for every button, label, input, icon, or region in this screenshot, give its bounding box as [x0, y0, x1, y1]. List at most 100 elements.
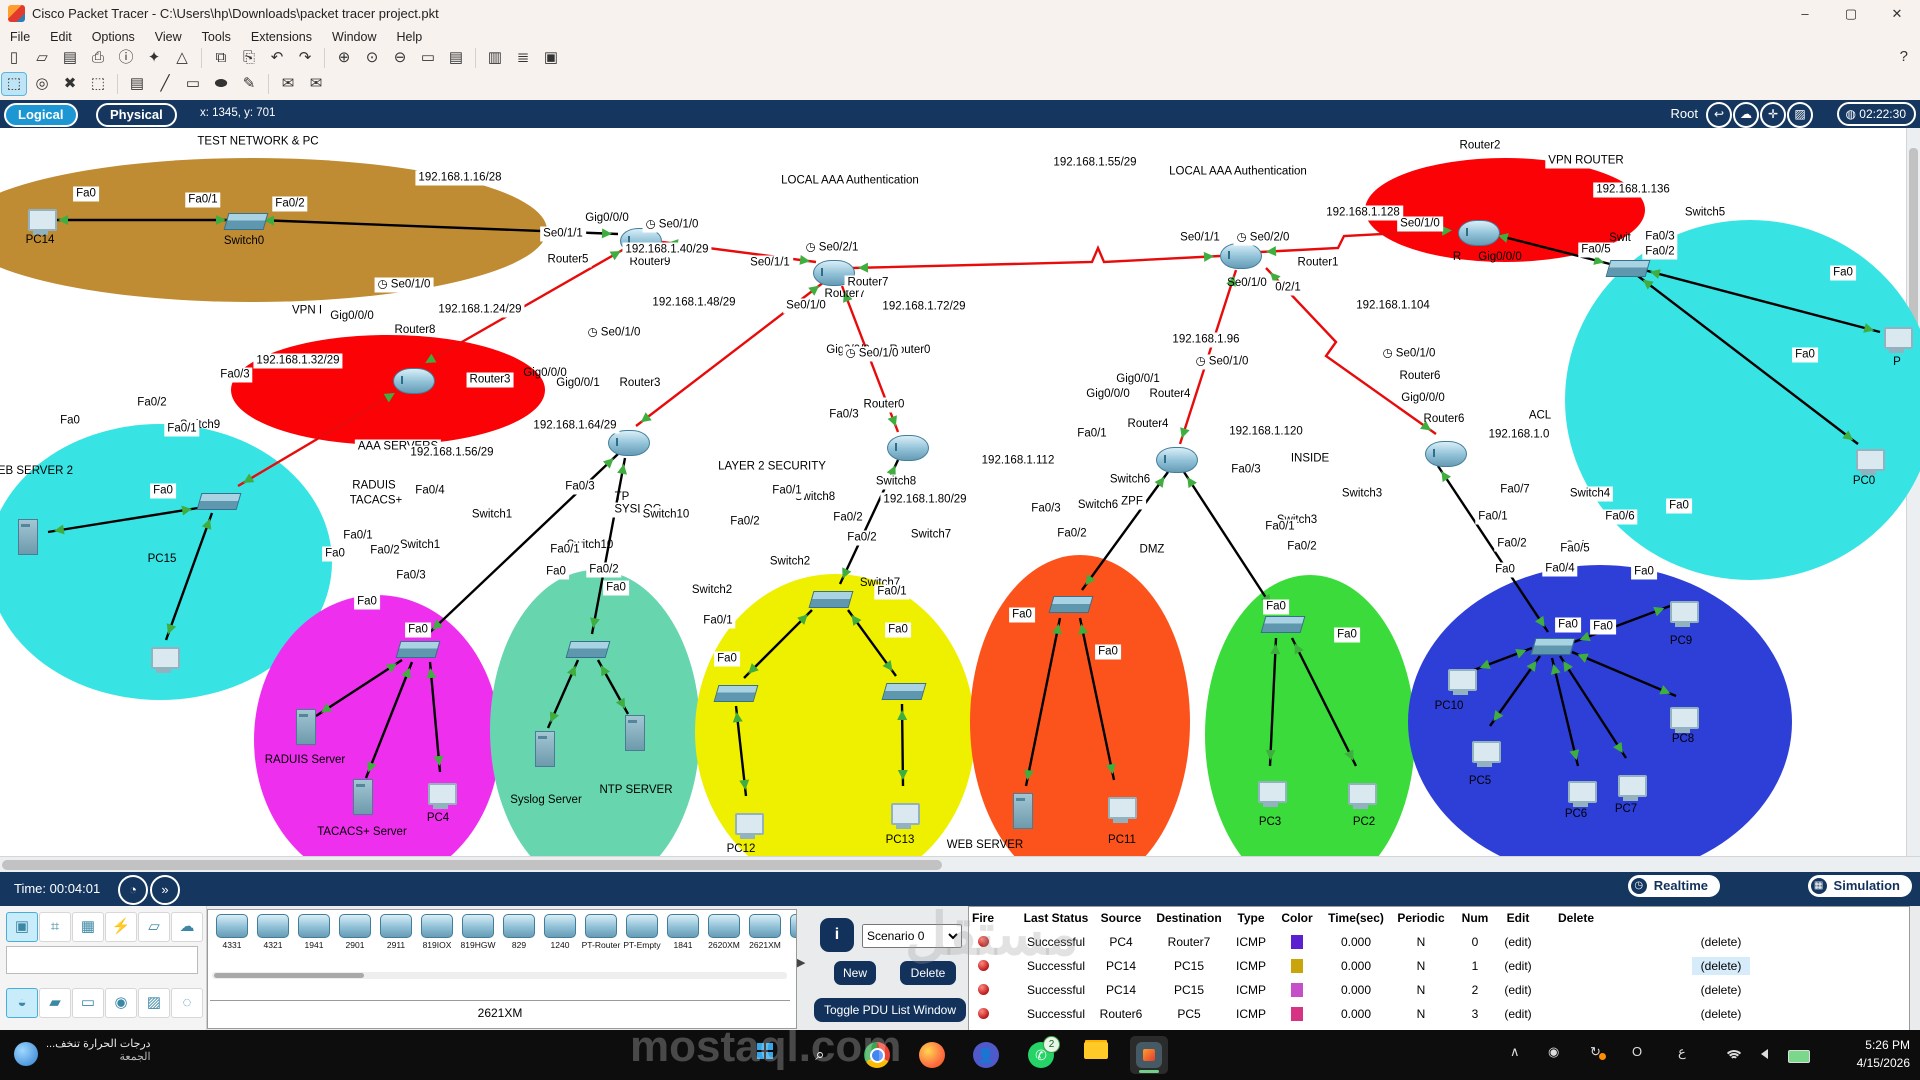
- copy-icon[interactable]: ⧉: [215, 49, 227, 66]
- canvas-note[interactable]: Fa0/2: [727, 514, 763, 530]
- save-icon[interactable]: ▤: [62, 49, 78, 66]
- canvas-note[interactable]: Fa0: [73, 186, 99, 202]
- start-button[interactable]: [746, 1036, 784, 1074]
- router-router3[interactable]: [608, 430, 650, 456]
- environment-icon[interactable]: ☁: [1733, 102, 1759, 128]
- device-model-819hgw[interactable]: 819HGW: [458, 914, 498, 950]
- pc-pc7[interactable]: [1617, 775, 1647, 801]
- canvas-note[interactable]: Fa0/4: [1542, 561, 1578, 577]
- end-devices-category[interactable]: ⌗: [39, 912, 71, 942]
- wifi-icon[interactable]: [1724, 1050, 1744, 1062]
- pdu-delete-link[interactable]: (delete): [1700, 935, 1742, 949]
- device-model-4321[interactable]: 4321: [253, 914, 293, 950]
- canvas-note[interactable]: ◷ Se0/1/0: [374, 277, 434, 293]
- scenario-select[interactable]: Scenario 0: [862, 924, 962, 948]
- canvas-note[interactable]: Se0/1/1: [540, 226, 586, 242]
- pdu-delete-link[interactable]: (delete): [1700, 1007, 1742, 1021]
- canvas-note[interactable]: Fa0: [1334, 627, 1360, 643]
- pc-pc11[interactable]: [1107, 797, 1137, 823]
- new-file-icon[interactable]: ▯: [9, 49, 19, 66]
- whatsapp-icon[interactable]: ✆2: [1022, 1036, 1060, 1074]
- canvas-note[interactable]: LAYER 2 SECURITY: [715, 459, 829, 475]
- canvas-note[interactable]: Router5: [544, 252, 592, 268]
- canvas-note[interactable]: Fa0/2: [1494, 536, 1530, 552]
- canvas-note[interactable]: Fa0: [714, 651, 740, 667]
- canvas-note[interactable]: Fa0/2: [272, 196, 308, 212]
- canvas-note[interactable]: 192.168.1.128: [1323, 205, 1403, 221]
- pc-pc4[interactable]: [427, 783, 457, 809]
- canvas-note[interactable]: Fa0/3: [1642, 229, 1678, 245]
- components-category[interactable]: ▦: [72, 912, 104, 942]
- device-model-2[interactable]: 2: [786, 914, 796, 950]
- realtime-toggle[interactable]: ◷Realtime: [1627, 875, 1720, 897]
- canvas-note[interactable]: 192.168.1.104: [1353, 298, 1433, 314]
- canvas-note[interactable]: Fa0/5: [1557, 541, 1593, 557]
- canvas-note[interactable]: DMZ: [1136, 542, 1168, 558]
- canvas-note[interactable]: Switch8: [872, 474, 920, 490]
- device-model-pt-router[interactable]: PT-Router: [581, 914, 621, 950]
- pc-pc13[interactable]: [890, 803, 920, 829]
- device-model-4331[interactable]: 4331: [212, 914, 252, 950]
- horizontal-scrollbar[interactable]: [0, 856, 1920, 873]
- draw-ellipse-icon[interactable]: ⬬: [214, 75, 228, 92]
- resize-tool-icon[interactable]: ⬚: [90, 75, 106, 92]
- help-icon[interactable]: ?: [1899, 48, 1908, 65]
- draw-line-icon[interactable]: ╱: [160, 75, 170, 92]
- canvas-note[interactable]: Fa0: [405, 622, 431, 638]
- root-cluster-label[interactable]: Root: [1670, 106, 1698, 121]
- pdu-color-swatch[interactable]: [1291, 1007, 1303, 1021]
- device-model-2901[interactable]: 2901: [335, 914, 375, 950]
- canvas-note[interactable]: ◷ Se0/2/1: [802, 240, 862, 256]
- device-model-1841[interactable]: 1841: [663, 914, 703, 950]
- canvas-note[interactable]: Fa0: [1263, 599, 1289, 615]
- pdu-color-swatch[interactable]: [1291, 935, 1303, 949]
- pdu-edit-link[interactable]: (edit): [1504, 935, 1532, 949]
- canvas-note[interactable]: 192.168.1.64/29: [530, 418, 620, 434]
- canvas-note[interactable]: 192.168.1.32/29: [253, 353, 343, 369]
- canvas-note[interactable]: Fa0/3: [217, 367, 253, 383]
- open-file-icon[interactable]: ▱: [36, 49, 48, 66]
- canvas-note[interactable]: Fa0: [1830, 265, 1856, 281]
- menu-view[interactable]: View: [154, 30, 182, 44]
- cloud-category[interactable]: ☁: [171, 912, 203, 942]
- power-grid-category[interactable]: ⚡: [105, 912, 137, 942]
- canvas-note[interactable]: Fa0: [1009, 607, 1035, 623]
- teams-icon[interactable]: 👤: [967, 1036, 1005, 1074]
- canvas-note[interactable]: Router2: [1456, 138, 1504, 154]
- undo-icon[interactable]: ↶: [270, 49, 284, 66]
- server-syslog-server[interactable]: [535, 731, 555, 767]
- canvas-note[interactable]: Fa0/6: [1602, 509, 1638, 525]
- canvas-note[interactable]: ◷ Se0/1/0: [584, 325, 644, 341]
- chrome-icon[interactable]: [858, 1036, 896, 1074]
- switch-switch4[interactable]: [1530, 637, 1576, 655]
- multiuser-category[interactable]: ▱: [138, 912, 170, 942]
- canvas-note[interactable]: Fa0/5: [1578, 242, 1614, 258]
- model-scroll-right-arrow[interactable]: ▶: [797, 957, 806, 969]
- pc-pc10[interactable]: [1447, 669, 1477, 695]
- physical-tab[interactable]: Physical: [96, 103, 177, 127]
- zoom-in-icon[interactable]: ⊕: [337, 49, 351, 66]
- canvas-note[interactable]: 192.168.1.80/29: [880, 492, 970, 508]
- hubs-subcategory[interactable]: ▭: [72, 988, 104, 1018]
- canvas-note[interactable]: ◷ Se0/1/0: [1379, 346, 1439, 362]
- pc-pc8[interactable]: [1669, 707, 1699, 733]
- canvas-note[interactable]: 192.168.1.136: [1593, 182, 1673, 198]
- activity-wizard-icon[interactable]: ✦: [147, 49, 161, 66]
- server-web-server-2[interactable]: [18, 519, 38, 555]
- canvas-note[interactable]: Router7: [844, 275, 892, 291]
- canvas-note[interactable]: Fa0/4: [412, 483, 448, 499]
- tray-app-icon[interactable]: ◉: [1548, 1044, 1560, 1059]
- device-model-829[interactable]: 829: [499, 914, 539, 950]
- pc-pc2[interactable]: [1347, 783, 1377, 809]
- canvas-note[interactable]: INSIDE: [1287, 451, 1333, 467]
- canvas-note[interactable]: Fa0: [1792, 347, 1818, 363]
- router-router0[interactable]: [887, 435, 929, 461]
- canvas-note[interactable]: VPN ROUTER: [1545, 153, 1627, 169]
- canvas-note[interactable]: Fa0: [150, 483, 176, 499]
- power-cycle-button[interactable]: ◔: [118, 875, 148, 905]
- canvas-note[interactable]: Fa0/2: [134, 395, 170, 411]
- pdu-info-button[interactable]: i: [820, 918, 854, 952]
- device-model-2620xm[interactable]: 2620XM: [704, 914, 744, 950]
- switch-switch2[interactable]: [713, 684, 759, 702]
- switch-switch7[interactable]: [881, 682, 927, 700]
